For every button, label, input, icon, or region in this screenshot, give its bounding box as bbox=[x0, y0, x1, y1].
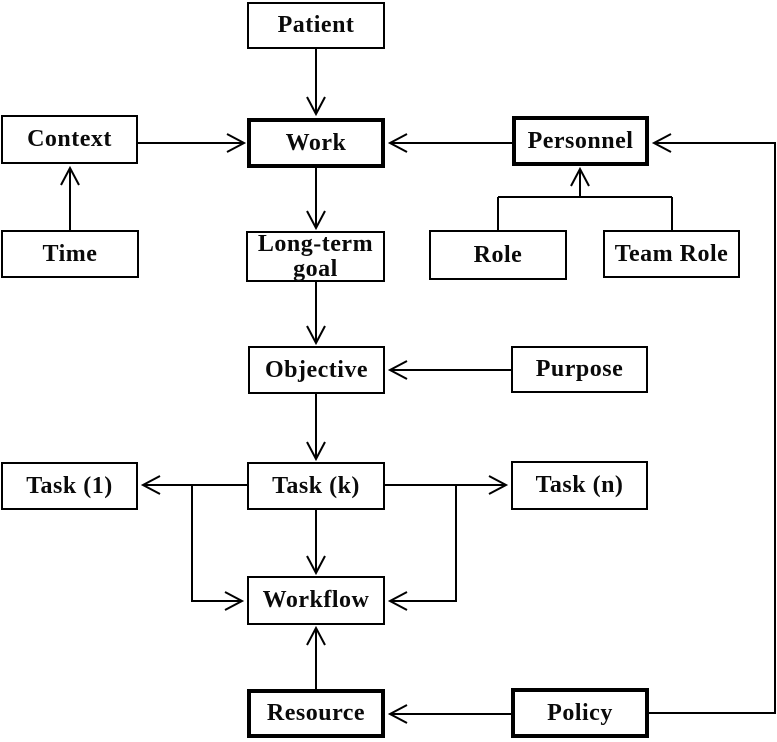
node-purpose: Purpose bbox=[511, 346, 648, 393]
node-task-1-label: Task (1) bbox=[26, 472, 113, 499]
node-resource: Resource bbox=[247, 689, 385, 738]
node-work: Work bbox=[247, 118, 385, 168]
node-objective-label: Objective bbox=[264, 356, 369, 383]
node-patient-label: Patient bbox=[277, 12, 355, 39]
node-workflow: Workflow bbox=[247, 576, 385, 625]
node-role: Role bbox=[429, 230, 567, 280]
node-purpose-label: Purpose bbox=[535, 356, 624, 383]
node-context-label: Context bbox=[27, 126, 112, 153]
edge-taskn-branch-workflow bbox=[387, 485, 457, 611]
node-patient: Patient bbox=[247, 2, 385, 49]
node-task-k: Task (k) bbox=[247, 462, 385, 510]
node-personnel: Personnel bbox=[512, 116, 649, 166]
node-task-n: Task (n) bbox=[511, 461, 648, 510]
node-task-n-label: Task (n) bbox=[535, 472, 624, 499]
node-team-role-label: Team Role bbox=[614, 240, 729, 267]
node-task-k-label: Task (k) bbox=[272, 472, 360, 499]
node-long-term-goal-label: Long-term goal bbox=[257, 230, 374, 282]
node-policy-label: Policy bbox=[547, 699, 613, 726]
node-time-label: Time bbox=[42, 240, 98, 267]
node-policy: Policy bbox=[511, 688, 649, 738]
node-time: Time bbox=[1, 230, 139, 278]
node-workflow-label: Workflow bbox=[262, 587, 370, 614]
node-resource-label: Resource bbox=[266, 700, 366, 727]
node-task-1: Task (1) bbox=[1, 462, 138, 510]
edge-task1-branch-workflow bbox=[191, 485, 245, 611]
node-personnel-label: Personnel bbox=[527, 127, 634, 154]
node-role-label: Role bbox=[473, 241, 523, 268]
node-context: Context bbox=[1, 115, 138, 164]
node-long-term-goal: Long-term goal bbox=[246, 231, 385, 282]
node-team-role: Team Role bbox=[603, 230, 740, 278]
node-work-label: Work bbox=[285, 129, 347, 156]
edge-policy-personnel bbox=[649, 133, 776, 714]
node-objective: Objective bbox=[248, 346, 385, 394]
